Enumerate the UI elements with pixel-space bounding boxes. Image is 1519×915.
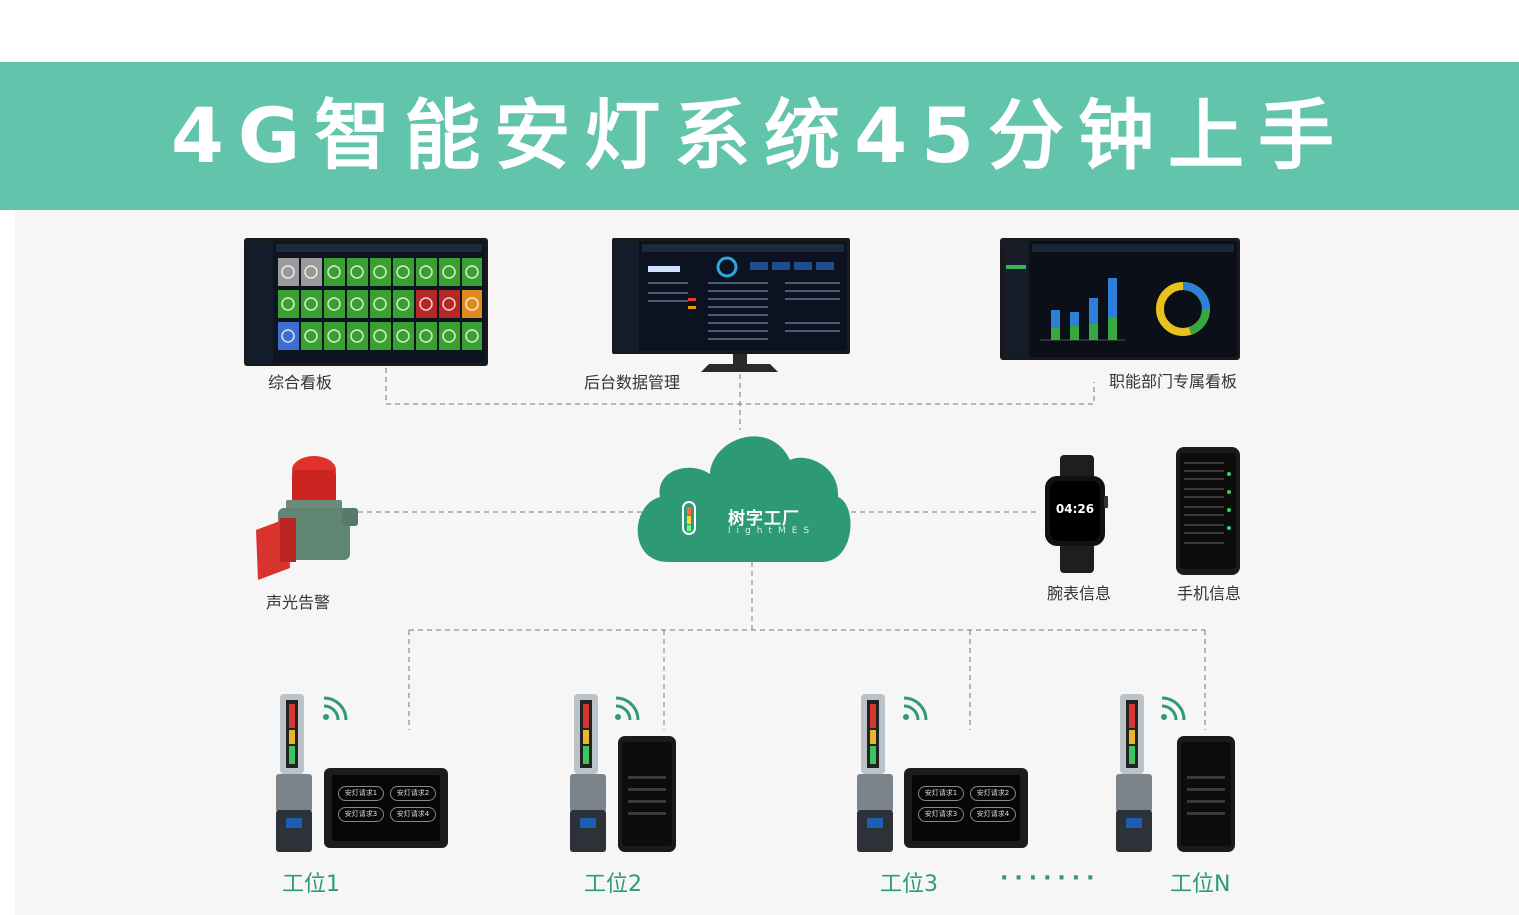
cloud-brand-name: 树字工厂: [728, 509, 800, 529]
andon-request-button[interactable]: 安灯请求2: [390, 786, 436, 801]
alarm-label: 声光告警: [266, 593, 331, 612]
station-n-label: 工位N: [1170, 872, 1231, 897]
station-3-label: 工位3: [880, 872, 938, 897]
more-stations-ellipsis: ·······: [1000, 866, 1101, 891]
phone-label: 手机信息: [1177, 584, 1242, 603]
siren-alarm-icon: [256, 456, 358, 580]
cloud-hub-icon: [637, 436, 851, 562]
watch-time: 04:26: [1055, 502, 1095, 516]
overview-tiles: [278, 258, 482, 350]
backend-monitor-image: [612, 238, 850, 372]
overview-dashboard-image: [244, 238, 488, 366]
station-1-label: 工位1: [282, 872, 340, 897]
andon-request-button[interactable]: 安灯请求1: [918, 786, 964, 801]
smart-watch-icon: [1045, 455, 1108, 573]
station-3-tablet-buttons: 安灯请求1 安灯请求2 安灯请求3 安灯请求4: [918, 786, 1016, 822]
station-3-devices: [857, 694, 1028, 852]
andon-request-button[interactable]: 安灯请求2: [970, 786, 1016, 801]
station-2-devices: [570, 694, 676, 852]
andon-request-button[interactable]: 安灯请求4: [970, 807, 1016, 822]
backend-management-label: 后台数据管理: [584, 373, 681, 392]
department-dashboard-label: 职能部门专属看板: [1109, 372, 1238, 391]
connector-lines: [358, 368, 1206, 730]
overview-dashboard-label: 综合看板: [268, 373, 333, 392]
station-1-tablet-buttons: 安灯请求1 安灯请求2 安灯请求3 安灯请求4: [338, 786, 436, 822]
watch-label: 腕表信息: [1047, 584, 1112, 603]
department-dashboard-image: [1000, 238, 1240, 360]
title-banner: 4G智能安灯系统45分钟上手: [0, 62, 1519, 210]
mobile-phone-icon: [1176, 447, 1240, 575]
andon-request-button[interactable]: 安灯请求3: [918, 807, 964, 822]
andon-request-button[interactable]: 安灯请求4: [390, 807, 436, 822]
station-1-devices: [276, 694, 448, 852]
cloud-brand-sub: lightMES: [728, 526, 816, 536]
andon-request-button[interactable]: 安灯请求3: [338, 807, 384, 822]
station-n-devices: [1116, 694, 1235, 852]
station-2-label: 工位2: [584, 872, 642, 897]
page-title: 4G智能安灯系统45分钟上手: [170, 91, 1349, 180]
andon-request-button[interactable]: 安灯请求1: [338, 786, 384, 801]
